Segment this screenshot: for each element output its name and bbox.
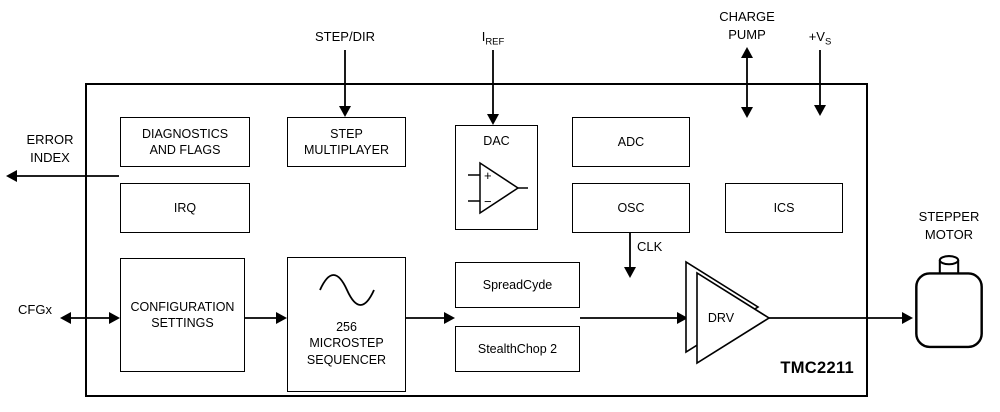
iref-arrow — [487, 50, 499, 125]
clk-label: CLK — [637, 239, 663, 254]
error-index-label: ERROR INDEX — [26, 132, 74, 166]
block-osc: OSC — [572, 183, 690, 233]
vs-main-text: +V — [808, 29, 825, 44]
ics-label: ICS — [773, 200, 795, 215]
error-index-arrow — [6, 170, 119, 182]
vs-arrow — [814, 50, 826, 116]
clk-arrow — [624, 233, 636, 278]
iref-label: IREF — [468, 28, 518, 49]
block-step-multiplexer: STEP MULTIPLAYER — [287, 117, 406, 167]
opamp-icon: + − — [467, 161, 528, 215]
step-multiplexer-label: STEP MULTIPLAYER — [304, 126, 389, 157]
dac-label: DAC — [483, 134, 510, 148]
block-configuration-settings: CONFIGURATION SETTINGS — [120, 258, 245, 372]
vs-sub-text: S — [824, 36, 832, 48]
svg-text:−: − — [484, 194, 492, 209]
drv-triangle-front — [696, 271, 771, 365]
charge-pump-arrow — [741, 47, 753, 118]
sequencer-label: 256 MICROSTEP SEQUENCER — [306, 320, 387, 367]
irq-label: IRQ — [173, 200, 197, 215]
block-irq: IRQ — [120, 183, 250, 233]
block-microstep-sequencer: 256 MICROSTEP SEQUENCER — [287, 257, 406, 392]
stepper-motor-label: STEPPER MOTOR — [918, 209, 980, 243]
charge-pump-label: CHARGE PUMP — [719, 9, 775, 43]
chopper-to-drv-arrow — [580, 312, 688, 324]
block-dac: DAC + − — [455, 125, 538, 230]
block-ics: ICS — [725, 183, 843, 233]
step-dir-arrow — [339, 50, 351, 117]
block-adc: ADC — [572, 117, 690, 167]
diagnostics-label: DIAGNOSTICS AND FLAGS — [141, 126, 229, 157]
sequencer-to-chopper-arrow — [406, 312, 455, 324]
drv-to-motor-arrow — [768, 312, 913, 324]
configuration-label: CONFIGURATION SETTINGS — [130, 299, 235, 330]
block-stealthchop: StealthChop 2 — [455, 326, 580, 372]
iref-sub-text: REF — [485, 36, 505, 48]
cfgx-arrow — [60, 312, 120, 324]
svg-text:+: + — [484, 168, 492, 183]
iref-main-text: I — [481, 29, 486, 44]
vs-label: +VS — [796, 28, 844, 49]
stepper-motor-icon — [913, 253, 985, 350]
sine-wave-icon — [318, 274, 375, 306]
spreadcycle-label: SpreadCyde — [482, 277, 553, 292]
step-dir-label: STEP/DIR — [315, 29, 375, 44]
config-to-sequencer-arrow — [245, 312, 287, 324]
osc-label: OSC — [617, 200, 645, 215]
chip-name-label: TMC2211 — [780, 359, 854, 377]
adc-label: ADC — [617, 134, 645, 149]
stealthchop-label: StealthChop 2 — [477, 341, 558, 356]
drv-label: DRV — [707, 311, 735, 325]
drv-triangles — [685, 260, 771, 365]
block-diagnostics-and-flags: DIAGNOSTICS AND FLAGS — [120, 117, 250, 167]
cfgx-label: CFGx — [18, 302, 52, 317]
block-spreadcycle: SpreadCyde — [455, 262, 580, 308]
